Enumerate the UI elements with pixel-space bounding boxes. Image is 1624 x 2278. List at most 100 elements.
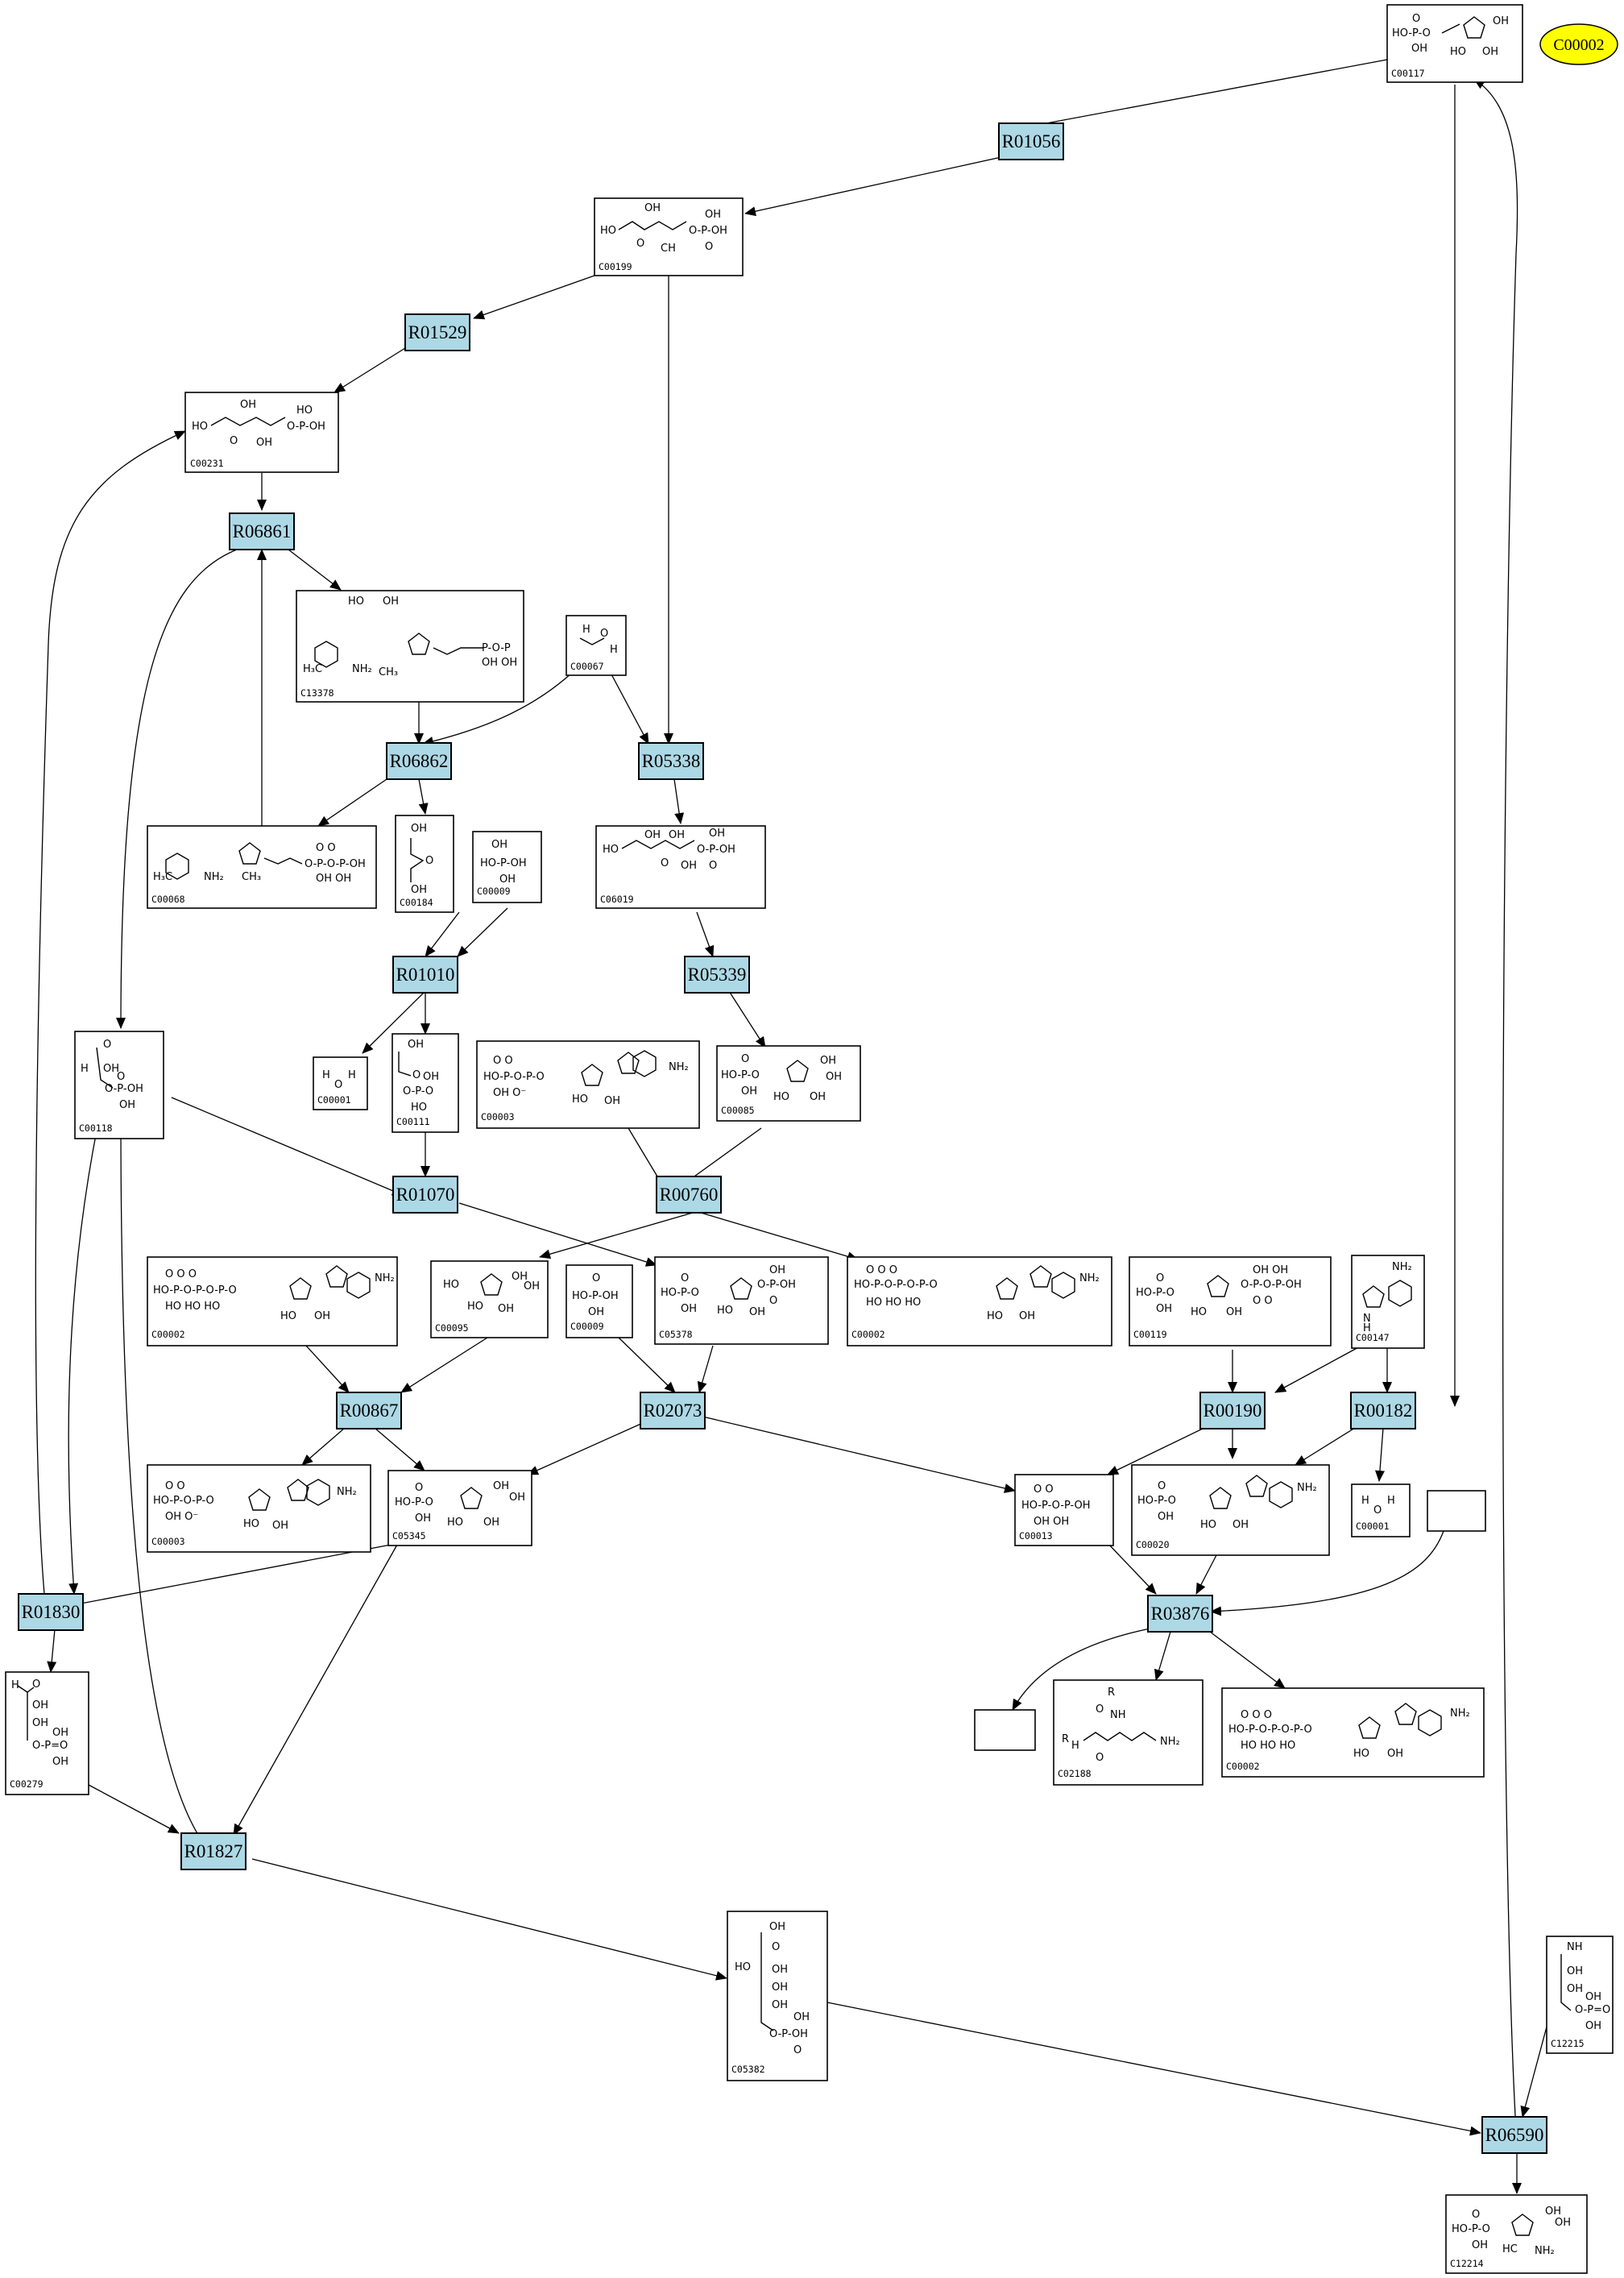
svg-text:OH OH: OH OH [316,873,351,885]
svg-text:O-P-O: O-P-O [403,1085,433,1098]
svg-text:OH: OH [810,1091,826,1103]
compound-id: C12215 [1551,2038,1585,2049]
reaction-label: R01056 [1002,131,1061,151]
svg-text:OH: OH [705,209,721,221]
svg-text:HO: HO [411,1102,427,1114]
svg-text:HO: HO [443,1279,459,1291]
reaction-label: R06862 [390,751,449,771]
reaction-r01010[interactable]: R01010 [392,956,458,994]
compound-c00199[interactable]: HO OH O CH O-P-OH OH O C00199 [594,197,744,276]
compound-c05345[interactable]: HO-P-O O OH OH OH HO OH C05345 [387,1470,532,1546]
reaction-r01830[interactable]: R01830 [18,1593,84,1631]
compound-c12214[interactable]: HO-P-O O OH OH OH HC NH₂ C12214 [1445,2194,1588,2274]
compound-id: C00199 [599,261,632,272]
svg-text:NH: NH [1110,1709,1126,1721]
compound-c00002[interactable]: HO-P-O-P-O-P-O O O O HO HO HO NH₂ HO OH … [147,1256,398,1346]
compound-c00119[interactable]: HO-P-O O OH O-P-O-P-OH OH OH O O HO OH C… [1129,1256,1332,1346]
svg-text:OH: OH [1472,2239,1488,2251]
compound-c00068[interactable]: H₃C NH₂ CH₃ O-P-O-P-OH O O OH OH C00068 [147,825,377,909]
svg-text:O-P-OH: O-P-OH [697,844,735,856]
reaction-r00867[interactable]: R00867 [336,1392,402,1429]
svg-text:OH: OH [52,1756,68,1768]
empty-compound-bottom[interactable] [974,1709,1036,1751]
compound-c05378[interactable]: HO-P-O O OH O-P-OH OH O HO OH C05378 [654,1256,829,1345]
svg-text:H₃C: H₃C [153,871,172,883]
svg-text:O: O [769,1295,777,1307]
reaction-r06862[interactable]: R06862 [386,742,452,780]
compound-id: C00013 [1019,1530,1053,1541]
compound-c00147[interactable]: NH₂ N H C00147 [1351,1255,1425,1349]
svg-text:NH₂: NH₂ [204,871,224,883]
reaction-r01827[interactable]: R01827 [180,1832,246,1870]
reaction-label: R00760 [660,1185,719,1205]
svg-text:O-P-OH: O-P-OH [769,2028,808,2040]
compound-c00001[interactable]: H O H C00001 [313,1056,368,1110]
compound-c06019[interactable]: HO OH OH O OH O-P-OH OH O C06019 [595,825,766,909]
svg-text:OH: OH [1555,2217,1571,2229]
svg-text:HO HO HO: HO HO HO [165,1301,220,1313]
reaction-r05338[interactable]: R05338 [638,742,704,780]
highlighted-compound[interactable]: C00002 [1539,23,1618,65]
compound-c05382[interactable]: OH O HO OH OH OH OH O-P-OH O C05382 [727,1911,828,2081]
svg-text:OH: OH [499,873,516,886]
compound-c00003[interactable]: HO-P-O-P-O O O OH O⁻ NH₂ HO OH C00003 [476,1040,700,1129]
reaction-r02073[interactable]: R02073 [640,1392,706,1429]
reaction-label: R01827 [184,1841,243,1861]
reaction-r06861[interactable]: R06861 [229,512,295,550]
svg-text:O-P-O-P-OH: O-P-O-P-OH [304,858,366,870]
reaction-r05339[interactable]: R05339 [684,956,750,994]
compound-c00002-c[interactable]: HO-P-O-P-O-P-O O O O HO HO HO NH₂ HO OH … [1221,1687,1485,1778]
reaction-r01529[interactable]: R01529 [404,313,470,351]
svg-text:CH₃: CH₃ [242,871,261,883]
svg-text:OH: OH [1156,1303,1172,1315]
svg-text:OH: OH [772,1964,788,1976]
svg-text:O: O [32,1678,40,1691]
compound-c12215[interactable]: NH OH OH O-P=O OH OH C12215 [1546,1936,1614,2054]
compound-c00085[interactable]: HO-P-O O OH OH OH HO OH C00085 [716,1045,861,1122]
compound-c00117[interactable]: HO-P-O O OH OH HO OH C00117 [1386,4,1523,83]
reaction-r03876[interactable]: R03876 [1147,1595,1213,1633]
reaction-r00760[interactable]: R00760 [656,1176,722,1214]
svg-text:H₃C: H₃C [303,663,322,675]
compound-c00067[interactable]: H O H C00067 [566,615,627,676]
reaction-r06590[interactable]: R06590 [1481,2116,1547,2154]
compound-id: C00002 [151,1329,185,1340]
svg-text:O O: O O [1034,1483,1054,1496]
svg-text:O-P-OH: O-P-OH [689,225,727,237]
compound-c00111[interactable]: OH O OH O-P-O HO C00111 [392,1033,459,1133]
compound-c00184[interactable]: OH O OH C00184 [395,815,454,913]
reaction-r01070[interactable]: R01070 [392,1176,458,1214]
svg-text:OH: OH [1567,1983,1583,1995]
svg-text:OH: OH [411,823,427,835]
svg-text:OH: OH [749,1306,765,1318]
compound-c00020[interactable]: HO-P-O O OH NH₂ HO OH C00020 [1131,1464,1330,1556]
compound-c00013[interactable]: HO-P-O-P-OH O O OH OH C00013 [1014,1474,1114,1546]
svg-text:O: O [1158,1480,1166,1492]
svg-text:NH₂: NH₂ [669,1061,689,1073]
svg-text:HO: HO [773,1091,789,1103]
svg-text:OH: OH [769,1264,785,1276]
svg-text:H: H [81,1063,89,1075]
reaction-label: R05338 [642,751,701,771]
compound-c00009[interactable]: OH HO-P-OH OH C00009 [472,831,542,903]
compound-c00009-b[interactable]: O HO-P-OH OH C00009 [566,1264,633,1338]
compound-c00003-b[interactable]: HO-P-O-P-O O O OH O⁻ NH₂ HO OH C00003 [147,1464,371,1553]
reaction-label: R01010 [396,965,455,985]
svg-text:OH: OH [1482,46,1498,58]
empty-compound-right[interactable] [1427,1490,1486,1532]
compound-c00095[interactable]: HO OH OH HO OH C00095 [430,1260,549,1338]
compound-c00231[interactable]: HO OH O OH O-P-OH HO C00231 [184,392,339,473]
compound-c00279[interactable]: H O OH OH O-P=O OH OH C00279 [5,1671,89,1795]
compound-c02188[interactable]: R O NH R H O NH₂ C02188 [1053,1679,1204,1786]
compound-c00118[interactable]: O H OH O-P-OH O OH C00118 [74,1031,164,1139]
compound-c00002-b[interactable]: HO-P-O-P-O-P-O O O O HO HO HO NH₂ HO OH … [847,1256,1112,1346]
reaction-r00190[interactable]: R00190 [1199,1392,1266,1429]
svg-text:HO: HO [447,1517,463,1529]
svg-text:H: H [582,624,590,636]
compound-c13378[interactable]: H₃C NH₂ HO OH CH₃ P-O-P OH OH C13378 [296,590,524,703]
reaction-r01056[interactable]: R01056 [998,122,1064,160]
reaction-r00182[interactable]: R00182 [1350,1392,1416,1429]
compound-id: C05382 [731,2064,765,2075]
compound-c00001-b[interactable]: H O H C00001 [1351,1483,1411,1537]
svg-text:CH: CH [661,243,676,255]
